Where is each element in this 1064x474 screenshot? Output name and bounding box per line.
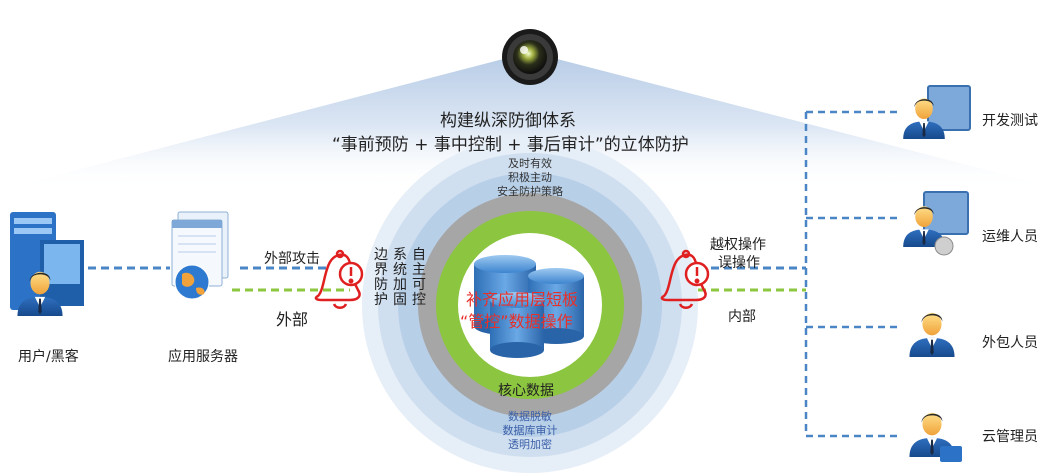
center-red-line1: 补齐应用层短板	[466, 290, 579, 309]
role-ops: 运维人员	[982, 229, 1038, 245]
external-attack-label: 外部攻击	[264, 251, 320, 267]
alarm-bell-icon	[314, 249, 364, 309]
role-cloud-admin: 云管理员	[982, 429, 1038, 445]
camera-lens-icon	[502, 29, 558, 85]
ring-bottom-line1: 数据脱敏	[508, 410, 552, 423]
ring-bottom-labels: 数据脱敏 数据库审计 透明加密	[470, 410, 590, 452]
database-icon	[474, 255, 584, 358]
external-label: 外部	[276, 310, 309, 329]
heading-line1: 构建纵深防御体系	[440, 111, 576, 131]
mis-operation-label: 误操作	[718, 255, 760, 271]
border-defense-col2: 系统加固	[393, 247, 407, 308]
border-defense-col1: 边界防护	[374, 247, 388, 308]
ring-bottom-line3: 透明加密	[508, 438, 552, 451]
app-server-label: 应用服务器	[168, 349, 238, 365]
ring-top-line3: 安全防护策略	[497, 185, 563, 198]
role-dev-test: 开发测试	[982, 113, 1038, 129]
role-outsource: 外包人员	[982, 335, 1038, 351]
alarm-bell-icon	[660, 249, 710, 309]
user-hacker-label: 用户/黑客	[18, 349, 79, 365]
person-icon	[909, 312, 955, 357]
person-icon	[909, 412, 962, 462]
ring-top-labels: 及时有效 积极主动 安全防护策略	[470, 157, 590, 199]
light-beam	[0, 52, 1064, 190]
border-defense-col3: 自主可控	[412, 247, 426, 308]
privilege-escalation-label: 越权操作	[710, 237, 766, 253]
ring-bottom-line2: 数据库审计	[502, 424, 558, 437]
heading-line2: “事前预防 + 事中控制 + 事后审计”的立体防护	[332, 135, 689, 155]
server-user-icon	[10, 212, 84, 316]
internal-label: 内部	[728, 309, 756, 325]
web-window-icon	[171, 211, 229, 300]
person-icon	[903, 85, 971, 139]
center-red-line2: “管控”数据操作	[460, 312, 573, 331]
person-icon	[903, 191, 969, 256]
ring-top-line1: 及时有效	[508, 157, 552, 170]
ring-top-line2: 积极主动	[508, 171, 552, 184]
core-data-label: 核心数据	[498, 383, 554, 399]
